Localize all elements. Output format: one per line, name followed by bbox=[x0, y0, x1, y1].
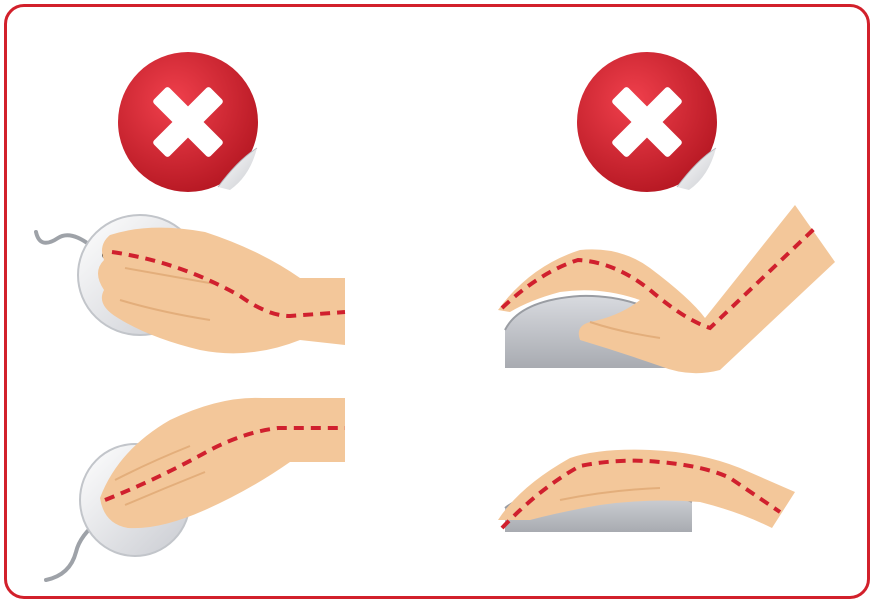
flat-hand-on-wrist-rest-icon bbox=[498, 450, 795, 532]
hand-on-mouse-side-view-icon bbox=[36, 215, 345, 353]
hand-on-mouse-top-view-icon bbox=[46, 398, 345, 580]
x-cross-sticker-icon-left bbox=[118, 52, 258, 192]
x-cross-sticker-icon-right bbox=[577, 52, 717, 192]
bent-wrist-on-mouse-icon bbox=[498, 205, 835, 373]
